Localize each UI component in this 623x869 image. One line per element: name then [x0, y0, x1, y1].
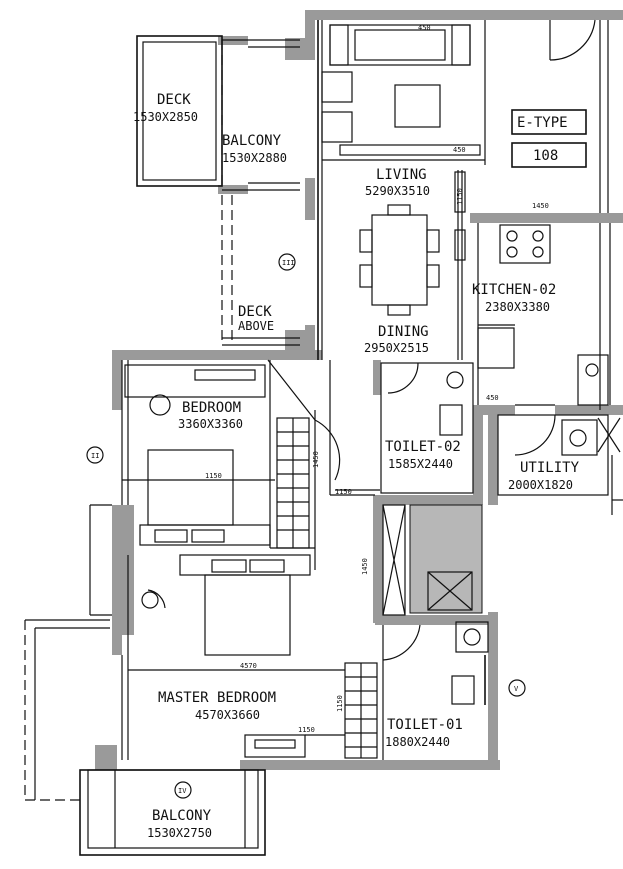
- thin-lines: [24, 19, 623, 856]
- dim-shower: 1150: [456, 188, 464, 205]
- bedroom-name: BEDROOM: [182, 400, 241, 416]
- marker-v-circle: [508, 679, 526, 697]
- marker-v: V: [514, 685, 519, 693]
- master-bedroom-size: 4570X3660: [195, 708, 260, 722]
- deck-top-name: DECK: [157, 92, 191, 108]
- unit-number: 108: [533, 148, 558, 164]
- utility-name: UTILITY: [520, 460, 580, 476]
- dim-wall-top: 450: [418, 24, 431, 32]
- balcony-bottom-name: BALCONY: [152, 808, 212, 824]
- kitchen-size: 2380X3380: [485, 300, 550, 314]
- marker-ii-circle: [86, 446, 104, 464]
- living-name: LIVING: [376, 167, 427, 183]
- dim-kitchen-top: 1450: [532, 202, 549, 210]
- dim-wall-3: 1450: [312, 451, 320, 468]
- bedroom-size: 3360X3360: [178, 417, 243, 431]
- toilet-02-size: 1585X2440: [388, 457, 453, 471]
- marker-iii: III: [282, 259, 295, 267]
- marker-iv: IV: [178, 787, 187, 795]
- balcony-top-name: BALCONY: [222, 133, 282, 149]
- small-dimensions: 450 450 1150 1450 450 1150 4570 1150 145…: [205, 24, 549, 734]
- balcony-top-size: 1530X2880: [222, 151, 287, 165]
- deck-above-line1: DECK: [238, 304, 272, 320]
- type-tag: E-TYPE: [517, 115, 568, 131]
- dim-mid-wall: 1450: [361, 558, 369, 575]
- toilet-02-name: TOILET-02: [385, 439, 461, 455]
- dim-util-top: 450: [486, 394, 499, 402]
- dim-wall-2: 1150: [298, 726, 315, 734]
- dim-dining-wall: 1150: [335, 488, 352, 496]
- living-size: 5290X3510: [365, 184, 430, 198]
- utility-size: 2000X1820: [508, 478, 573, 492]
- toilet-01-size: 1880X2440: [385, 735, 450, 749]
- dim-tv-unit: 450: [453, 146, 466, 154]
- room-labels: DECK 1530X2850 BALCONY 1530X2880 DECK AB…: [133, 92, 580, 840]
- markers: III II IV V: [86, 253, 526, 799]
- kitchen-name: KITCHEN-02: [472, 282, 556, 298]
- dim-bed-sill: 1150: [205, 472, 222, 480]
- marker-iv-circle: [174, 781, 192, 799]
- deck-top-size: 1530X2850: [133, 110, 198, 124]
- dining-size: 2950X2515: [364, 341, 429, 355]
- dim-toilet-wall: 1150: [336, 695, 344, 712]
- toilet-01-name: TOILET-01: [387, 717, 463, 733]
- master-bedroom-name: MASTER BEDROOM: [158, 690, 276, 706]
- balcony-bottom-size: 1530X2750: [147, 826, 212, 840]
- dim-master-sill: 4570: [240, 662, 257, 670]
- dining-name: DINING: [378, 324, 429, 340]
- marker-iii-circle: [278, 253, 296, 271]
- deck-above-line2: ABOVE: [238, 319, 274, 333]
- marker-ii: II: [91, 452, 99, 460]
